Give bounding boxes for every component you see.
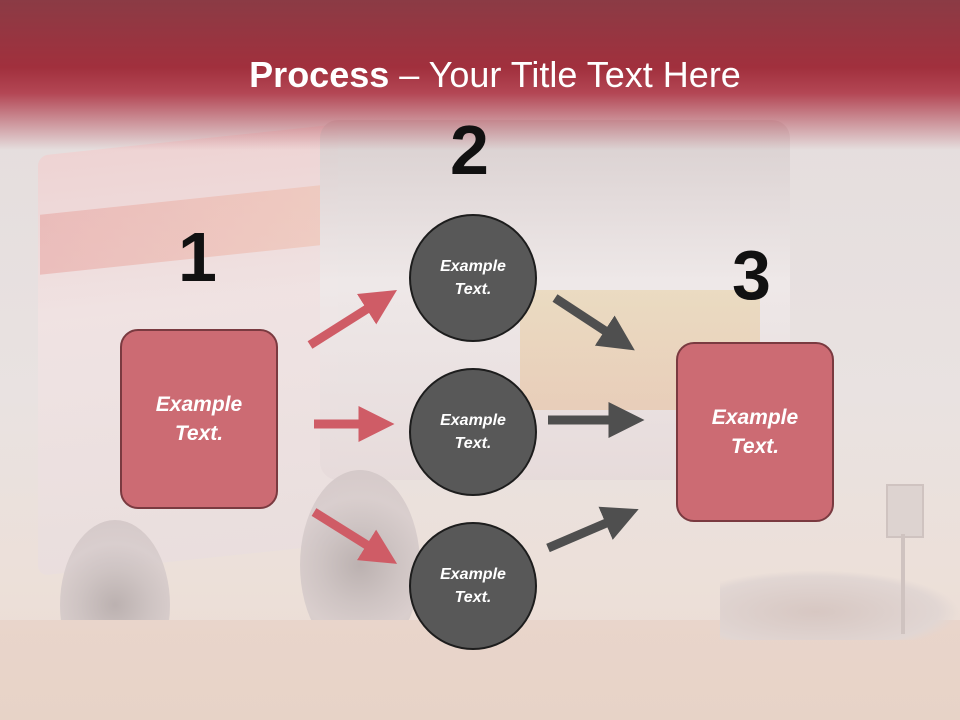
step-number-3: 3 [732, 236, 771, 314]
title-bold: Process [249, 54, 390, 95]
arrow-red-down [311, 508, 398, 564]
circle-top[interactable]: Example Text. [409, 214, 537, 342]
right-text-box[interactable]: Example Text. [676, 342, 834, 522]
title-band [0, 0, 960, 150]
circle-text: Example Text. [440, 411, 506, 452]
circle-bottom[interactable]: Example Text. [409, 522, 537, 650]
circle-text: Example Text. [440, 257, 506, 298]
road-sign-pole [901, 534, 905, 634]
arrow-red-up [307, 289, 398, 349]
step-number-2: 2 [450, 111, 489, 189]
arrow-gray-up [546, 506, 639, 553]
arrow-gray-down [552, 294, 635, 351]
circle-middle[interactable]: Example Text. [409, 368, 537, 496]
step-number-1: 1 [178, 218, 217, 296]
rocks-shape [720, 570, 960, 640]
right-box-text: Example Text. [711, 405, 799, 458]
slide-title: Process – Your Title Text Here [0, 54, 960, 96]
title-rest: – Your Title Text Here [389, 54, 741, 95]
circle-text: Example Text. [440, 565, 506, 606]
road-sign-shape [886, 484, 924, 538]
left-text-box[interactable]: Example Text. [120, 329, 278, 509]
left-box-text: Example Text. [155, 392, 243, 445]
